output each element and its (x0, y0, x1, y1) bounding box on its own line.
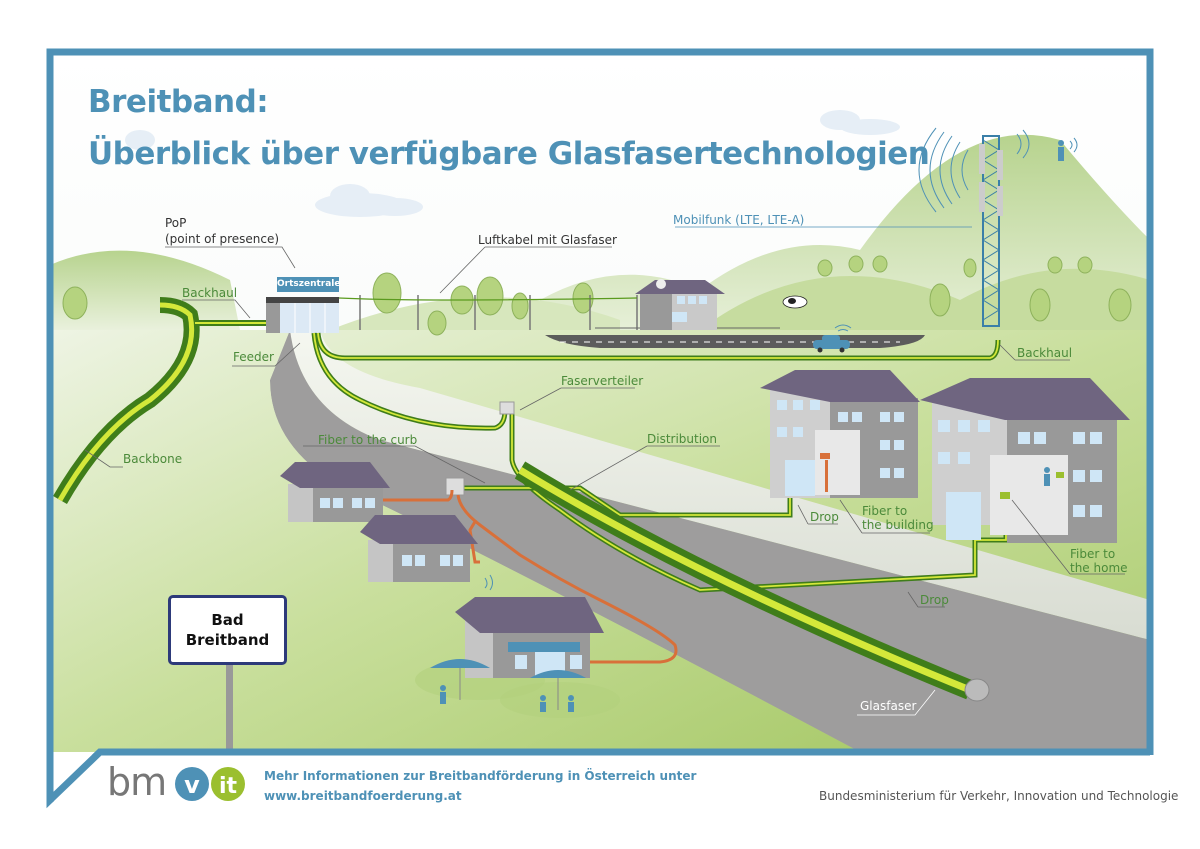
curb-cabinet (445, 477, 465, 496)
logo-v-circle (175, 767, 209, 801)
logo-bm: bm (107, 760, 167, 804)
leader-lines (84, 226, 1125, 716)
house-1 (280, 462, 390, 522)
sidewalk (290, 330, 1150, 640)
town-sign-line-2: Breitband (185, 631, 270, 649)
label-fiber-to-the-home-2: the home (1070, 561, 1128, 575)
footer-ministry: Bundesministerium für Verkehr, Innovatio… (819, 789, 1179, 803)
label-backhaul-left: Backhaul (182, 286, 238, 300)
town-sign-line-1: Bad (211, 611, 244, 629)
label-luftkabel: Luftkabel mit Glasfaser (478, 233, 617, 247)
footer-url-link[interactable]: www.breitbandfoerderung.at (264, 789, 462, 803)
title-line-1: Breitband: (88, 84, 269, 120)
utility-poles (359, 295, 638, 330)
cow (782, 295, 808, 309)
label-fiber-to-the-building-1: Fiber to (862, 504, 908, 518)
faserverteiler-box (499, 401, 515, 415)
label-faserverteiler: Faserverteiler (561, 374, 644, 388)
label-ortszentrale: Ortszentrale (277, 277, 341, 292)
logo-it-circle (211, 767, 245, 801)
label-drop-home: Drop (920, 593, 949, 607)
hiker-icon (1058, 137, 1078, 161)
main-road (270, 330, 1150, 752)
label-pop: PoP (165, 216, 187, 230)
trees (62, 255, 1132, 336)
house-2 (360, 515, 478, 582)
label-fiber-to-the-home-1: Fiber to (1070, 547, 1116, 561)
clouds (125, 110, 900, 217)
label-mobilfunk: Mobilfunk (LTE, LTE-A) (673, 213, 805, 227)
logo-v: v (184, 771, 200, 799)
town-sign: Bad Breitband (168, 595, 287, 665)
footer-info-text: Mehr Informationen zur Breitbandförderun… (264, 769, 697, 783)
label-pop-sub: (point of presence) (165, 232, 280, 246)
logo-it: it (219, 774, 238, 799)
label-fiber-to-the-building-2: the building (862, 518, 934, 532)
title-line-2: Überblick über verfügbare Glasfasertechn… (88, 136, 930, 172)
feeder-fiber (311, 332, 1001, 431)
cafe-house (415, 574, 620, 718)
cell-tower (918, 127, 1030, 327)
village-house (635, 279, 725, 330)
label-feeder: Feeder (233, 350, 274, 364)
label-backhaul-right: Backhaul (1017, 346, 1073, 360)
label-drop-building: Drop (810, 510, 839, 524)
label-distribution: Distribution (647, 432, 718, 446)
car (813, 324, 852, 353)
copper-lines (383, 489, 678, 664)
aerial-fiber-cable (338, 297, 638, 301)
sign-pole (226, 665, 233, 752)
fiber-bundle-end (964, 678, 990, 702)
label-glasfaser: Glasfaser (860, 699, 917, 713)
pop-building (266, 297, 339, 333)
label-backbone: Backbone (123, 452, 183, 466)
apartment-building-1 (760, 370, 920, 498)
label-fiber-to-the-curb: Fiber to the curb (318, 433, 418, 447)
apartment-building-2 (920, 378, 1130, 543)
